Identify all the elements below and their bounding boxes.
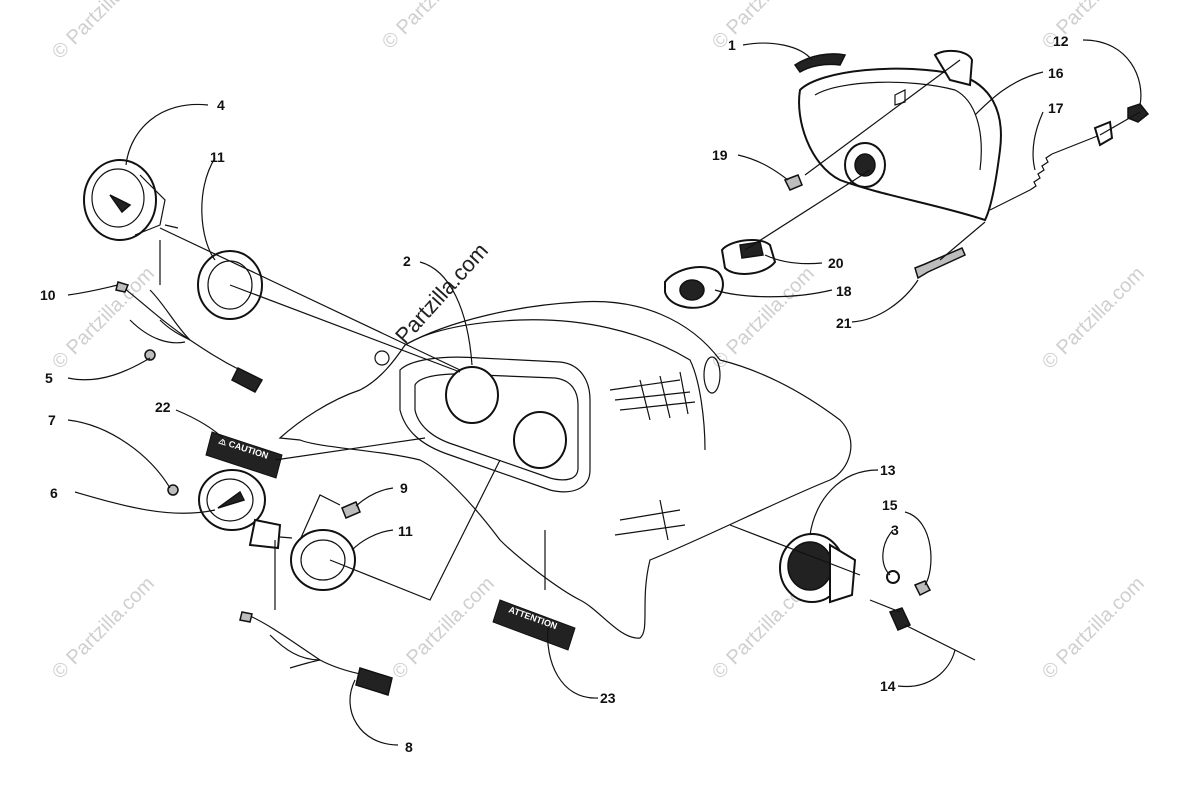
nut-15 bbox=[913, 580, 932, 597]
callout-2: 2 bbox=[403, 253, 411, 269]
bulb-9 bbox=[341, 501, 361, 519]
wiring-harness-8 bbox=[239, 611, 393, 696]
callout-8: 8 bbox=[405, 739, 413, 755]
callout-23: 23 bbox=[600, 690, 616, 706]
leader-lines bbox=[67, 39, 1142, 746]
callout-13: 13 bbox=[880, 462, 896, 478]
watermark: © Partzilla.com bbox=[378, 0, 489, 54]
gauge-4 bbox=[83, 159, 179, 241]
washer-3 bbox=[886, 570, 900, 584]
bezel-11-bottom bbox=[290, 529, 356, 591]
watermark: © Partzilla.com bbox=[1038, 263, 1149, 374]
callout-20: 20 bbox=[828, 255, 844, 271]
watermark: © Partzilla.com bbox=[48, 573, 159, 684]
callout-3: 3 bbox=[891, 522, 899, 538]
bulb-7 bbox=[167, 484, 179, 496]
decal-23: ATTENTION bbox=[492, 599, 576, 651]
bolt-21 bbox=[914, 247, 966, 280]
callout-6: 6 bbox=[50, 485, 58, 501]
wiring-harness-5 bbox=[115, 281, 264, 393]
callout-16: 16 bbox=[1048, 65, 1064, 81]
callout-19: 19 bbox=[712, 147, 728, 163]
clip-part bbox=[793, 53, 847, 73]
callout-14: 14 bbox=[880, 678, 896, 694]
callout-15: 15 bbox=[882, 497, 898, 513]
cable-14-fitting bbox=[888, 607, 912, 631]
watermark: © Partzilla.com bbox=[1038, 573, 1149, 684]
callout-21: 21 bbox=[836, 315, 852, 331]
callout-9: 9 bbox=[400, 480, 408, 496]
watermark: © Partzilla.com bbox=[708, 0, 819, 54]
callout-22: 22 bbox=[155, 399, 171, 415]
callout-5: 5 bbox=[45, 370, 53, 386]
callout-12: 12 bbox=[1053, 33, 1069, 49]
adjuster-spring bbox=[1029, 153, 1053, 191]
speedometer-13 bbox=[779, 533, 857, 604]
gauge-hole-left bbox=[445, 366, 499, 424]
callout-17: 17 bbox=[1048, 100, 1064, 116]
callout-7: 7 bbox=[48, 412, 56, 428]
callout-11-bottom: 11 bbox=[398, 523, 413, 539]
watermark: © Partzilla.com bbox=[48, 263, 159, 374]
headlight-housing bbox=[798, 49, 1002, 222]
callout-18: 18 bbox=[836, 283, 852, 299]
gauge-6 bbox=[198, 469, 293, 550]
screw-19 bbox=[783, 174, 803, 191]
watermark: © Partzilla.com bbox=[708, 263, 819, 374]
gauge-hole-right bbox=[513, 411, 567, 469]
callout-10: 10 bbox=[40, 287, 56, 303]
cable-14 bbox=[904, 624, 976, 661]
watermark: © Partzilla.com bbox=[48, 0, 159, 64]
callout-4: 4 bbox=[217, 97, 225, 113]
callout-1: 1 bbox=[728, 37, 736, 53]
callouts: 1 2 3 4 5 6 7 8 9 10 11 11 12 13 14 15 1… bbox=[40, 33, 1069, 755]
callout-11-top: 11 bbox=[210, 149, 225, 165]
dashboard-hood bbox=[278, 300, 852, 639]
